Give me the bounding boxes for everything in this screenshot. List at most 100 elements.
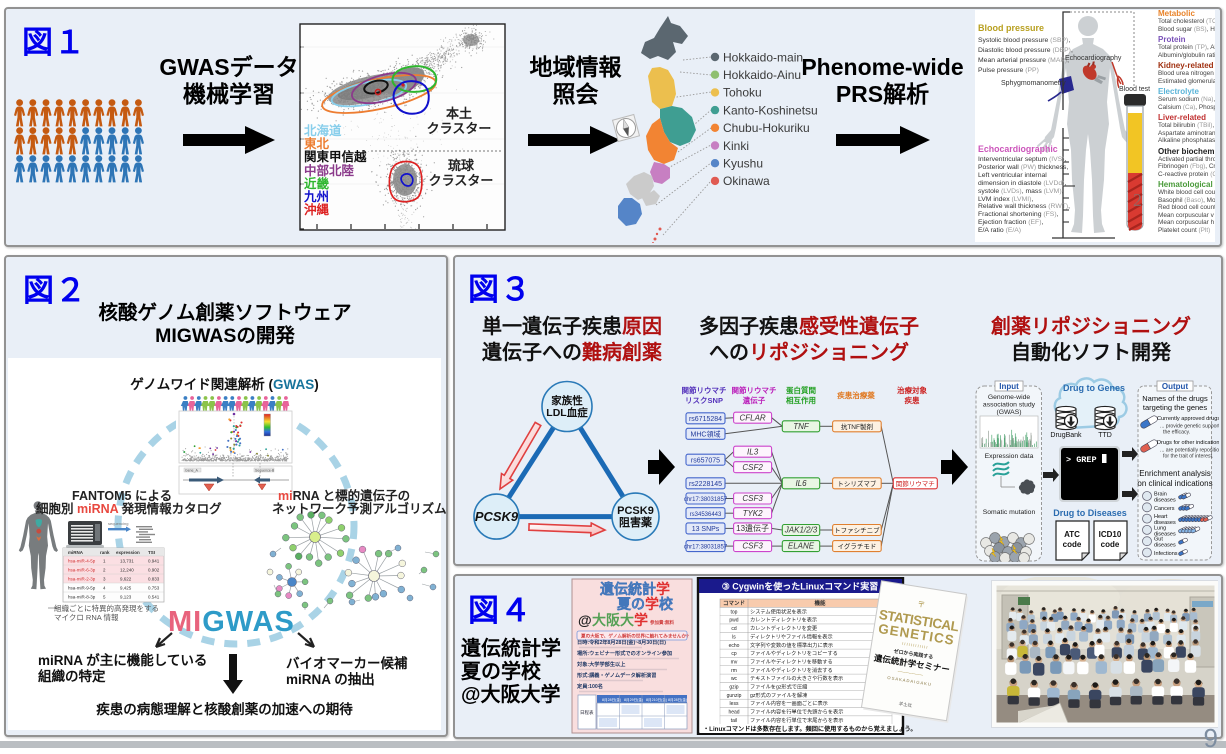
svg-text:TTD: TTD [1098,432,1112,439]
svg-text:Kinki: Kinki [723,139,749,153]
svg-text:抗TNF製剤: 抗TNF製剤 [841,422,873,431]
svg-text:Hokkaido-Ainu: Hokkaido-Ainu [723,68,801,82]
svg-text:夏の大阪で、ゲノム解析の世界に触れてみませんか?: 夏の大阪で、ゲノム解析の世界に触れてみませんか? [580,633,689,640]
svg-text:③ Cygwinを使ったLinuxコマンド実習: ③ Cygwinを使ったLinuxコマンド実習 [722,581,879,592]
svg-text:Gene_A: Gene_A [185,468,199,472]
svg-text:琉球: 琉球 [448,158,475,173]
svg-text:miRNA: miRNA [68,550,84,555]
svg-text:ファイルやディレクトリを移動する: ファイルやディレクトリを移動する [750,657,833,665]
svg-text:expression: expression [116,550,140,555]
svg-text:9,622: 9,622 [120,577,132,582]
svg-text:治療対象: 治療対象 [897,385,927,395]
svg-text:2: 2 [1133,190,1142,210]
svg-text:家族性: 家族性 [551,394,583,407]
svg-text:夏の: 夏の [617,596,645,612]
svg-text:カレントディレクトリを表示: カレントディレクトリを表示 [750,616,817,624]
svg-text:ls: ls [732,634,736,640]
svg-text:ファイル内容を行単位で先頭からを表示: ファイル内容を行単位で先頭からを表示 [750,708,843,716]
svg-text:Somatic mutation: Somatic mutation [983,509,1036,516]
svg-text:Genome-wide: Genome-wide [988,394,1031,401]
svg-text:top: top [731,609,738,615]
svg-text:rs2228145: rs2228145 [689,481,722,488]
svg-text:文字列や変数の値を標準出力に表示: 文字列や変数の値を標準出力に表示 [750,641,833,649]
svg-text:学: 学 [634,612,648,628]
svg-text:疾患: 疾患 [905,395,920,405]
svg-text:chr17:38031857: chr17:38031857 [684,545,728,551]
svg-text:ファイルをgz形式で圧縮: ファイルをgz形式で圧縮 [750,683,807,691]
svg-text:トシリズマブ: トシリズマブ [837,479,877,488]
svg-text:CSF3: CSF3 [742,542,763,551]
svg-text:pwd: pwd [729,618,738,624]
svg-text:学: 学 [645,596,659,612]
svg-text:MHC領域: MHC領域 [691,429,721,438]
svg-text:校: 校 [659,596,674,612]
svg-text:蛋白質間: 蛋白質間 [786,385,816,395]
svg-text:rs34536443: rs34536443 [690,512,722,518]
svg-text:大阪大: 大阪大 [592,612,634,628]
svg-text:code: code [1101,540,1120,549]
svg-text:PCSK9: PCSK9 [475,509,519,524]
svg-text:Names of the drugs: Names of the drugs [1142,394,1208,403]
svg-text:関東甲信越: 関東甲信越 [304,149,367,164]
svg-text:8月29日(金): 8月29日(金) [624,697,643,702]
svg-text:遺伝統計: 遺伝統計 [600,581,656,597]
svg-text:IL3: IL3 [747,447,759,456]
svg-text:8月28日(金): 8月28日(金) [668,697,687,702]
svg-text:機能: 機能 [814,599,826,607]
svg-text:DrugBank: DrugBank [1050,432,1082,439]
svg-text:関節リウマチ: 関節リウマチ [682,385,727,395]
svg-text:IL6: IL6 [795,479,807,488]
svg-text:Chubu-Hokuriku: Chubu-Hokuriku [723,121,810,135]
svg-text:gunzip: gunzip [727,693,742,699]
svg-text:TNF: TNF [793,422,810,431]
svg-text:Kyushu: Kyushu [723,157,763,171]
svg-text:ATC: ATC [1064,530,1080,539]
svg-text:九州: 九州 [303,189,329,204]
svg-text:遺伝子: 遺伝子 [742,395,766,405]
svg-text:Drugs for other indications: Drugs for other indications [1157,440,1219,446]
svg-text:ファイル内容を行単位で末尾からを表示: ファイル内容を行単位で末尾からを表示 [750,716,843,724]
svg-text:sequencing: sequencing [108,521,128,526]
svg-text:0.941: 0.941 [148,559,160,564]
svg-text:targeting the genes: targeting the genes [1143,403,1207,412]
svg-text:Cancers: Cancers [1154,506,1175,512]
svg-text:Infections: Infections [1154,551,1178,557]
svg-text:場所:ウェビナー形式でのオンライン参加: 場所:ウェビナー形式でのオンライン参加 [577,649,672,657]
svg-text:クラスター: クラスター [429,173,494,188]
svg-text:hsa-miR-4-5p: hsa-miR-4-5p [68,559,96,564]
svg-text:diseases: diseases [1154,498,1176,504]
svg-text:Drug to Diseases: Drug to Diseases [1053,508,1127,518]
svg-text:Output: Output [1162,382,1189,391]
svg-text:9,123: 9,123 [120,595,132,600]
svg-text:システム使用状況を表示: システム使用状況を表示 [750,607,807,615]
svg-text:gz形式のファイルを解凍: gz形式のファイルを解凍 [750,691,808,699]
svg-text:ファイル内容を一画面ごとに表示: ファイル内容を一画面ごとに表示 [750,699,828,707]
svg-text:8月210日(金): 8月210日(金) [646,697,667,702]
svg-text:PCSK9: PCSK9 [617,505,654,517]
svg-text:rs657075: rs657075 [691,457,720,464]
svg-text:13遺伝子: 13遺伝子 [736,523,769,533]
svg-text:Currently approved drugs: Currently approved drugs [1157,416,1219,422]
svg-text:for the trait of interest.: for the trait of interest. [1163,454,1213,460]
svg-text:Hokkaido-main: Hokkaido-main [723,50,803,64]
svg-text:ファイルやディレクトリをコピーする: ファイルやディレクトリをコピーする [750,649,838,657]
svg-text:CSF2: CSF2 [742,463,763,472]
svg-text:CSF3: CSF3 [742,494,763,503]
svg-text:日時:令和2年8月28日(金)~8月30日(日): 日時:令和2年8月28日(金)~8月30日(日) [577,638,666,646]
svg-text:> GREP: > GREP [1066,455,1097,465]
svg-text:阻害薬: 阻害薬 [619,515,653,529]
svg-text:less: less [730,701,739,707]
svg-text:0.902: 0.902 [148,568,160,573]
svg-text:ELANE: ELANE [788,542,815,551]
svg-text:Enrichment analysis: Enrichment analysis [1139,469,1211,478]
svg-text:association study: association study [983,402,1036,409]
svg-text:東北: 東北 [304,136,330,151]
svg-text:・Linuxコマンドは多数存在します。頻回に使用するものから: ・Linuxコマンドは多数存在します。頻回に使用するものから覚えましょう。 [703,725,917,733]
svg-text:13 SNPs: 13 SNPs [692,526,720,533]
svg-text:hsa-miR-2-3p: hsa-miR-2-3p [68,577,96,582]
svg-text:ファイルやディレクトリを消去する: ファイルやディレクトリを消去する [750,666,833,674]
svg-text:参加費:無料: 参加費:無料 [650,619,674,626]
svg-text:トファシチニブ: トファシチニブ [834,526,880,535]
svg-text:diseases: diseases [1154,543,1176,549]
svg-text:on clinical indications: on clinical indications [1137,479,1212,488]
